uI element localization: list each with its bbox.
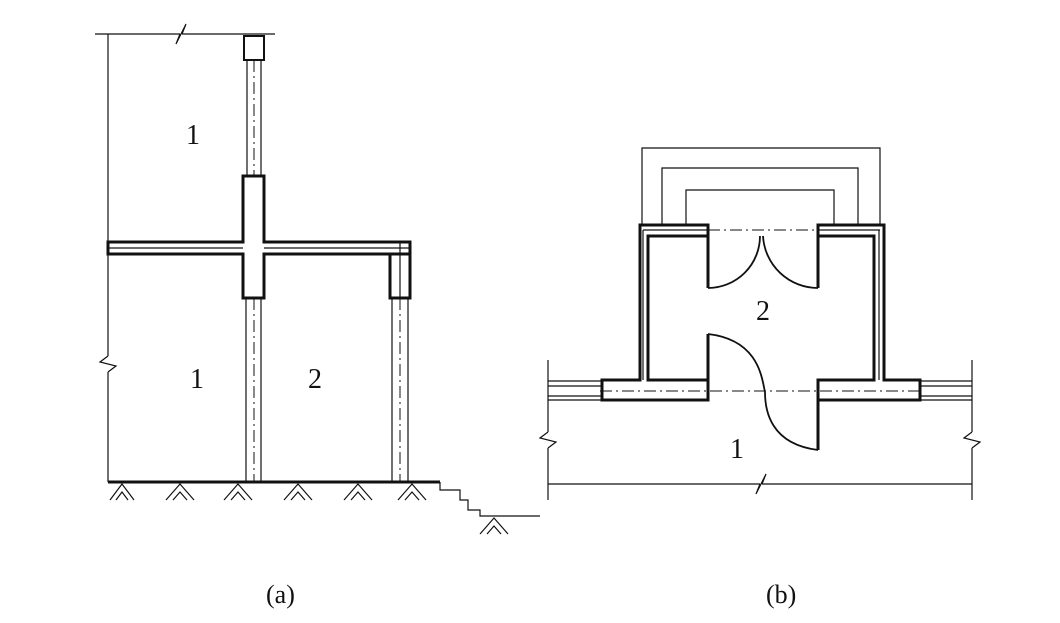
room-label-right: 2 xyxy=(308,364,322,395)
diagram-b: 2 1 (b) xyxy=(538,147,982,609)
room-label-outer: 1 xyxy=(730,434,744,465)
vestibule-walls xyxy=(600,223,922,402)
room-label-vestibule: 2 xyxy=(756,296,770,327)
cross-column xyxy=(106,174,412,300)
double-door xyxy=(706,235,820,289)
ground-line xyxy=(108,480,540,535)
room-label-lower-left: 1 xyxy=(190,364,204,395)
lower-vertical-wall-right xyxy=(391,298,409,482)
canopy-lines xyxy=(641,147,881,225)
lower-vertical-wall-middle xyxy=(245,298,262,482)
upper-vertical-wall xyxy=(243,35,265,176)
external-walls xyxy=(548,380,972,401)
caption-b: (b) xyxy=(766,580,796,609)
left-boundary-line xyxy=(95,23,275,482)
break-lines xyxy=(538,360,982,500)
corner-column xyxy=(264,241,412,300)
diagram-a: 1 1 2 (a) xyxy=(95,23,540,609)
room-label-upper-left: 1 xyxy=(186,120,200,151)
single-door xyxy=(706,333,820,451)
ground-hatching xyxy=(109,483,509,535)
caption-a: (a) xyxy=(266,580,295,609)
